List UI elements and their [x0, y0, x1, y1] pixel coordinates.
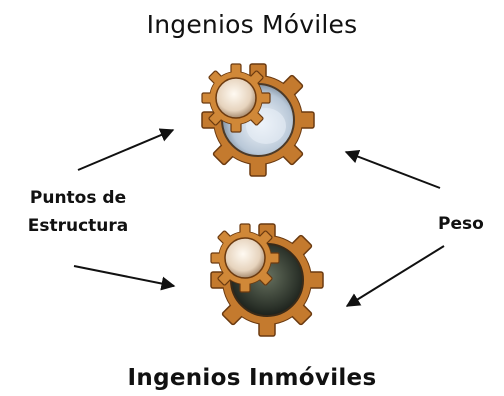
structure-disc-icon: [224, 237, 266, 279]
arrow-right-upper: [344, 149, 441, 189]
title-moviles: Ingenios Móviles: [146, 10, 358, 39]
label-puntos-line1: Puntos de: [29, 188, 127, 208]
title-inmoviles: Ingenios Inmóviles: [127, 365, 377, 391]
arrow-right-lower: [345, 245, 445, 307]
label-puntos-line2: Estructura: [27, 216, 129, 236]
structure-disc-icon: [215, 77, 257, 119]
arrow-left-lower: [73, 265, 176, 291]
label-peso: Peso: [438, 214, 484, 234]
gear-token-mobile: [201, 63, 315, 177]
gear-token-immobile: [210, 223, 324, 337]
structure-disc-immobile: [210, 223, 280, 293]
label-puntos-estructura: Puntos de Estructura: [14, 184, 142, 240]
structure-disc-mobile: [201, 63, 271, 133]
arrow-left-upper: [77, 128, 175, 171]
